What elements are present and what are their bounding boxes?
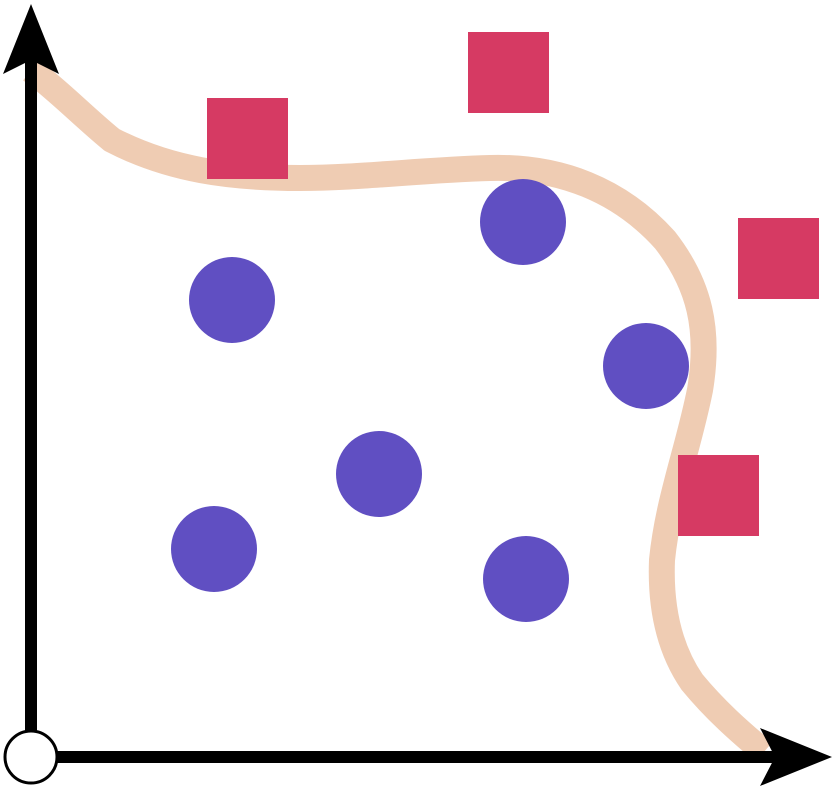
y-axis-arrowhead (3, 4, 59, 74)
circle-point (336, 431, 422, 517)
circle-point (603, 323, 689, 409)
circle-point (480, 179, 566, 265)
circle-point (483, 536, 569, 622)
square-point (678, 455, 759, 536)
circle-class-points (171, 179, 689, 622)
square-point (738, 218, 819, 299)
origin-marker (3, 729, 59, 785)
x-axis-arrowhead (760, 728, 832, 786)
square-point (468, 32, 549, 113)
decision-boundary-curve (23, 59, 773, 762)
square-class-points (207, 32, 819, 536)
circle-point (189, 257, 275, 343)
square-point (207, 98, 288, 179)
circle-point (171, 506, 257, 592)
